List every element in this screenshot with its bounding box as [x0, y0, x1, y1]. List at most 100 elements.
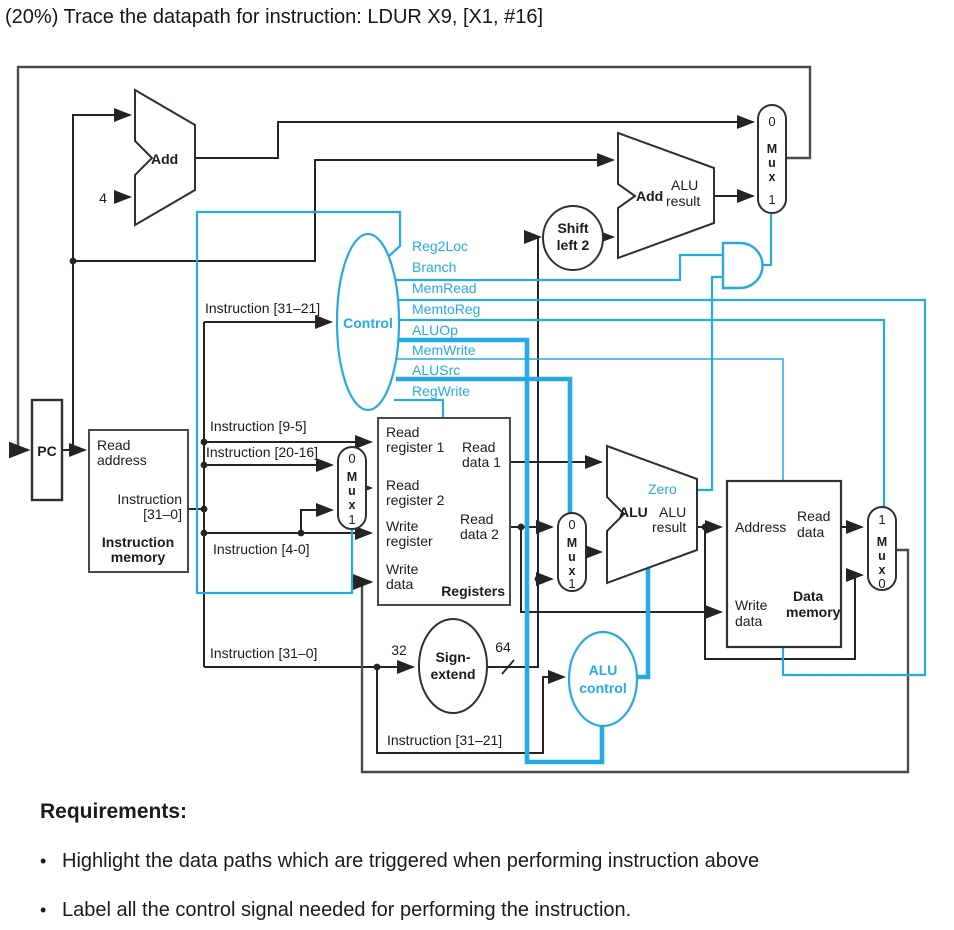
- reg-rdata1a: Read: [462, 439, 495, 455]
- label-instr-9-5: Instruction [9-5]: [210, 418, 307, 434]
- label-instr-4-0: Instruction [4-0]: [213, 541, 310, 557]
- memtoreg-mux-1: 1: [878, 512, 885, 527]
- junction-dot: [200, 438, 208, 446]
- wire-memtoreg: [398, 318, 886, 508]
- signal-regwrite: RegWrite: [412, 383, 470, 399]
- pc-label: PC: [37, 443, 56, 459]
- signal-aluop: ALUOp: [412, 322, 458, 338]
- control-label: Control: [343, 315, 393, 331]
- junction-dot: [200, 505, 208, 513]
- memtoreg-mux-m: M: [877, 535, 887, 549]
- wire-regwrite: [394, 398, 445, 419]
- branch-adder-label: Add: [636, 188, 663, 204]
- junction-dot: [517, 523, 525, 531]
- memtoreg-mux-0: 0: [878, 576, 885, 591]
- reg2loc-mux-x: x: [349, 498, 356, 512]
- alu-result-label1: ALU: [659, 504, 686, 520]
- page-title: (20%) Trace the datapath for instruction…: [5, 6, 544, 28]
- signal-branch: Branch: [412, 259, 456, 275]
- im-read: Read: [97, 437, 130, 453]
- shift-left2-shape: [542, 205, 604, 271]
- wire-and-to-pcsrc-select: [762, 214, 773, 267]
- shift-left2-label2: left 2: [557, 237, 590, 253]
- im-name2: memory: [111, 549, 166, 565]
- alusrc-mux-m: M: [567, 536, 577, 550]
- alu-control-shape: [567, 630, 639, 728]
- pcsrc-mux-x: x: [769, 170, 776, 184]
- memtoreg-mux-x: x: [879, 563, 886, 577]
- reg2loc-mux-1: 1: [348, 512, 355, 527]
- datapath-diagram: PC Add 4 Add ALU result Shift left 2 Con…: [8, 65, 927, 774]
- branch-adder-alu-result-label: ALU: [671, 177, 698, 193]
- wire-memwrite: [397, 358, 784, 482]
- wire-alu-result-bypass: [704, 527, 864, 660]
- requirement-bullet-1: • Highlight the data paths which are tri…: [40, 850, 930, 873]
- requirement-text-2: Label all the control signal needed for …: [62, 899, 632, 921]
- junction-dot: [534, 575, 542, 583]
- wire-alu-control-to-alu: [636, 563, 651, 680]
- im-name1: Instruction: [102, 534, 174, 550]
- wire-add-to-pcsrc-mux0: [195, 115, 755, 159]
- reg-read2b: register 2: [386, 492, 445, 508]
- signal-alusrc: ALUSrc: [412, 362, 460, 378]
- registers-box: [377, 417, 511, 606]
- wire-branch: [394, 253, 723, 282]
- label-instr-31-21-top: Instruction [31–21]: [205, 300, 320, 316]
- wire-aluop: [398, 337, 605, 765]
- alu-label: ALU: [619, 504, 648, 520]
- bullet-icon: •: [40, 900, 47, 920]
- im-instruction: Instruction: [117, 491, 182, 507]
- wire-alusrc: [396, 376, 573, 514]
- reg2loc-mux-0: 0: [348, 451, 355, 466]
- dm-name1: Data: [793, 588, 824, 604]
- bullet-icon: •: [40, 851, 47, 871]
- signal-memwrite: MemWrite: [412, 342, 476, 358]
- sign-extend-64: 64: [495, 639, 511, 655]
- label-instr-31-21-bottom: Instruction [31–21]: [387, 732, 502, 748]
- wire-instr-to-reg2loc-mux1: [300, 503, 334, 533]
- alu-control-label2: control: [579, 680, 626, 696]
- signal-memtoreg: MemtoReg: [412, 301, 480, 317]
- signal-memread: MemRead: [412, 280, 477, 296]
- branch-adder-shape: [617, 131, 715, 260]
- wire-reg2loc: [195, 210, 402, 595]
- pcsrc-mux-u: u: [768, 156, 776, 170]
- pcsrc-mux-m: M: [767, 142, 777, 156]
- junction-dot: [297, 529, 305, 537]
- label-instr-20-16: Instruction [20-16]: [206, 444, 318, 460]
- dm-rdatab: data: [797, 524, 824, 540]
- junction-dot: [701, 523, 709, 531]
- dm-address: Address: [735, 519, 786, 535]
- wire-zero-to-and: [697, 275, 722, 492]
- junction-dot: [69, 257, 77, 265]
- alusrc-mux-1: 1: [568, 576, 575, 591]
- reg-rdata1b: data 1: [462, 454, 501, 470]
- junction-dot: [200, 461, 208, 469]
- sign-extend-label2: extend: [430, 666, 475, 682]
- dm-wdataa: Write: [735, 597, 768, 613]
- alu-zero-label: Zero: [648, 481, 677, 497]
- memtoreg-mux-shape: [867, 506, 897, 591]
- junction-dot: [373, 663, 381, 671]
- reg-wrega: Write: [386, 518, 419, 534]
- memtoreg-mux-u: u: [878, 549, 886, 563]
- pc-box: [30, 398, 64, 502]
- sign-extend-32: 32: [391, 642, 407, 658]
- alu-shape: [606, 444, 698, 585]
- pcsrc-mux-0: 0: [768, 114, 775, 129]
- four-label: 4: [99, 190, 107, 206]
- wire-pc-feedback: [8, 65, 812, 459]
- wire-pc-to-branch-adder: [73, 153, 615, 262]
- and-gate-shape: [721, 241, 764, 290]
- im-address: address: [97, 452, 147, 468]
- sign-extend-shape: [418, 618, 488, 714]
- alusrc-mux-shape: [557, 512, 587, 592]
- alusrc-mux-x: x: [569, 564, 576, 578]
- signal-reg2loc: Reg2Loc: [412, 238, 468, 254]
- alu-control-label1: ALU: [589, 662, 618, 678]
- branch-adder-result-label: result: [666, 193, 700, 209]
- reg-wdataa: Write: [386, 561, 419, 577]
- junction-dot: [200, 529, 208, 537]
- reg-rdata2b: data 2: [460, 526, 499, 542]
